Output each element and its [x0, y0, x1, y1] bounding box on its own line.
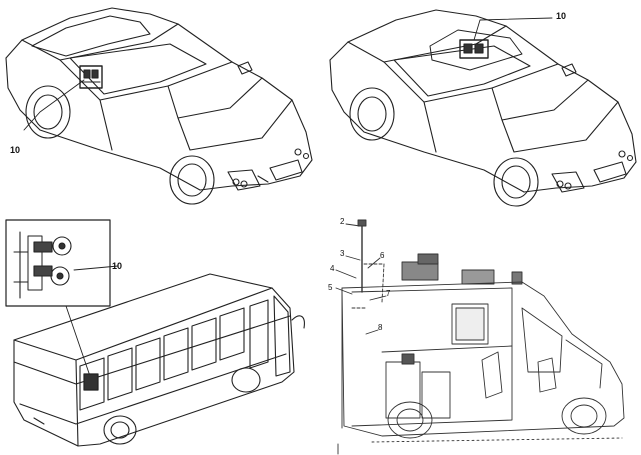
- part-label: 5: [328, 283, 333, 292]
- figure-bus: 10: [0, 212, 318, 455]
- figure-sedan-roof: 10: [322, 0, 641, 208]
- figure-sedan-side: 10: [0, 0, 318, 208]
- van-drawing: [335, 219, 625, 455]
- panel-divider-horizontal: [0, 208, 641, 212]
- sedan-side-drawing: [5, 7, 313, 205]
- part-label: 8: [378, 323, 383, 332]
- part-label: 10: [556, 11, 567, 21]
- part-label: 10: [112, 261, 123, 271]
- part-label: 10: [10, 145, 21, 155]
- part-label: 2: [340, 217, 345, 226]
- part-label: 4: [330, 264, 335, 273]
- panel-divider-vertical: [318, 0, 322, 455]
- bus-drawing: [5, 219, 305, 447]
- part-label: 7: [386, 289, 391, 298]
- part-label: 6: [380, 251, 385, 260]
- sedan-roof-drawing: [329, 9, 637, 207]
- figure-van: 2 3 4 5 6 7 8: [322, 212, 641, 455]
- part-label: 3: [340, 249, 345, 258]
